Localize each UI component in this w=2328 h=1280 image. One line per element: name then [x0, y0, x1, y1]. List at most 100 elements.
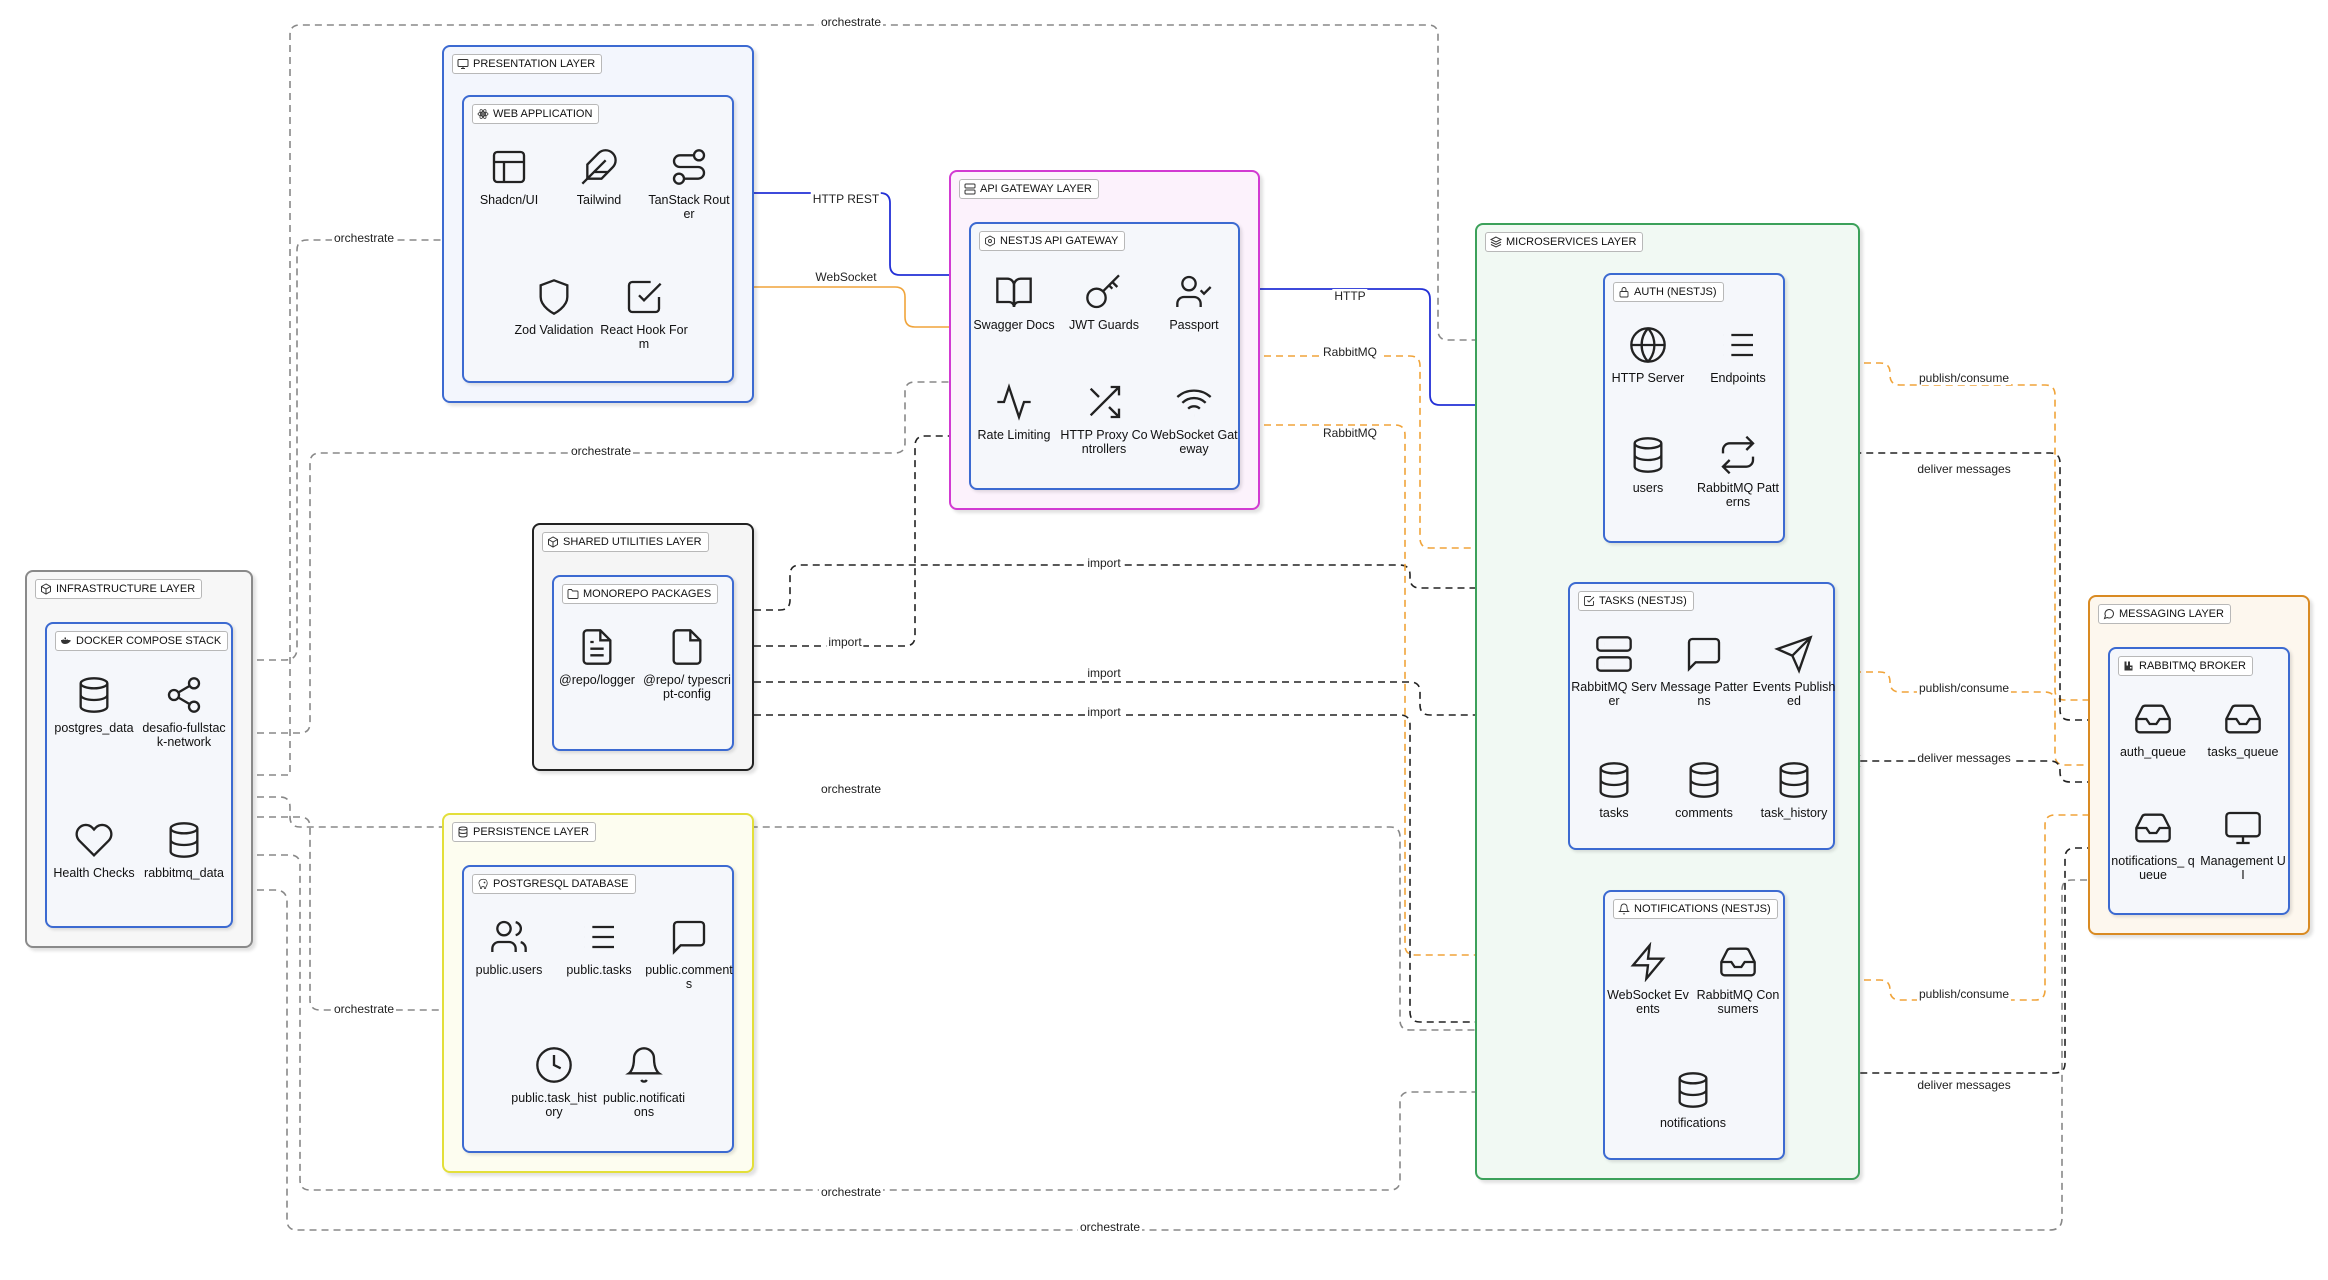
node-comments[interactable]: comments — [1660, 760, 1748, 820]
node-jwt-guards[interactable]: JWT Guards — [1060, 272, 1148, 332]
notifications-service: NOTIFICATIONS (NESTJS) — [1603, 890, 1785, 1160]
edge-http-rest — [742, 192, 969, 275]
shuffle-icon — [1089, 385, 1121, 419]
edge-rabbitmq-notifications — [1240, 424, 1598, 955]
database-icon — [458, 826, 468, 838]
node-react-hook-form[interactable]: React Hook Form — [600, 277, 688, 351]
edge-label-orchestrate: orchestrate — [331, 231, 397, 245]
node-swagger[interactable]: Swagger Docs — [970, 272, 1058, 332]
wifi-icon — [1176, 389, 1212, 417]
node-message-patterns[interactable]: Message Patterns — [1660, 634, 1748, 708]
subgroup-title: NESTJS API GATEWAY — [1000, 235, 1119, 247]
edge-label-orchestrate: orchestrate — [331, 1002, 397, 1016]
database-icon — [1689, 762, 1719, 798]
send-icon — [1774, 635, 1813, 674]
edge-orchestrate-persistence — [233, 816, 462, 1010]
node-tasks[interactable]: tasks — [1570, 760, 1658, 820]
node-http-proxy[interactable]: HTTP Proxy Controllers — [1060, 382, 1148, 456]
node-rabbitmq-server[interactable]: RabbitMQ Server — [1570, 634, 1658, 708]
node-rabbitmq-patterns[interactable]: RabbitMQ Patterns — [1694, 435, 1782, 509]
node-passport[interactable]: Passport — [1150, 272, 1238, 332]
node-label: task_history — [1760, 806, 1828, 820]
auth-service: AUTH (NESTJS) — [1603, 273, 1785, 543]
node-public-comments[interactable]: public.comments — [645, 917, 733, 991]
node-notifications-queue[interactable]: notifications_ queue — [2109, 808, 2197, 882]
server-icon — [964, 183, 976, 195]
node-tasks-queue[interactable]: tasks_queue — [2199, 699, 2287, 759]
node-notifications[interactable]: notifications — [1649, 1070, 1737, 1130]
node-tanstack[interactable]: TanStack Router — [645, 147, 733, 221]
group-tag: MICROSERVICES LAYER — [1485, 232, 1644, 252]
edge-label-orchestrate: orchestrate — [818, 1185, 884, 1199]
message-square-icon — [672, 920, 706, 955]
node-websocket-events[interactable]: WebSocket Events — [1604, 942, 1692, 1016]
node-rabbitmq-data[interactable]: rabbitmq_data — [140, 820, 228, 880]
database-icon — [1599, 762, 1629, 798]
node-label: HTTP Proxy Controllers — [1060, 428, 1148, 456]
node-repo-typescript-config[interactable]: @repo/ typescript-config — [643, 627, 731, 701]
inbox-icon — [2225, 704, 2261, 734]
monitor-icon — [457, 59, 469, 69]
node-label: notifications — [1659, 1116, 1726, 1130]
node-label: RabbitMQ Server — [1571, 680, 1657, 708]
node-public-notifications[interactable]: public.notifications — [600, 1045, 688, 1119]
node-label: Zod Validation — [514, 323, 594, 337]
docker-compose-stack: DOCKER COMPOSE STACK — [45, 622, 233, 928]
edge-rabbitmq-tasks — [1240, 355, 1563, 650]
user-check-icon — [1176, 275, 1212, 307]
node-http-server[interactable]: HTTP Server — [1604, 325, 1692, 385]
edge-label-rabbitmq: RabbitMQ — [1320, 426, 1380, 440]
subgroup-tag: AUTH (NESTJS) — [1613, 282, 1724, 302]
node-rate-limiting[interactable]: Rate Limiting — [970, 382, 1058, 442]
node-label: @repo/logger — [559, 673, 635, 687]
node-label: RabbitMQ Consumers — [1696, 988, 1780, 1016]
node-shadcn[interactable]: Shadcn/UI — [465, 147, 553, 207]
shield-icon — [539, 279, 569, 315]
edge-label-http: HTTP — [1332, 289, 1368, 303]
node-rabbitmq-consumers[interactable]: RabbitMQ Consumers — [1694, 942, 1782, 1016]
node-label: Management UI — [2200, 854, 2286, 882]
edge-label-orchestrate: orchestrate — [818, 782, 884, 796]
inbox-icon — [1720, 947, 1756, 977]
edge-import-gateway — [742, 436, 969, 647]
node-public-users[interactable]: public.users — [465, 917, 553, 977]
node-zod[interactable]: Zod Validation — [510, 277, 598, 337]
users-icon — [491, 920, 527, 952]
edge-label-orchestrate: orchestrate — [1077, 1220, 1143, 1234]
lock-icon — [1619, 287, 1629, 298]
node-postgres-data[interactable]: postgres_data — [50, 675, 138, 735]
node-events-published[interactable]: Events Published — [1750, 634, 1838, 708]
message-circle-icon — [2103, 609, 2115, 620]
activity-icon — [997, 383, 1031, 421]
edge-deliver-tasks — [1847, 761, 2118, 783]
edge-label-rabbitmq: RabbitMQ — [1320, 345, 1380, 359]
node-auth-queue[interactable]: auth_queue — [2109, 699, 2197, 759]
node-label: public.comments — [645, 963, 733, 991]
node-management-ui[interactable]: Management UI — [2199, 808, 2287, 882]
node-users[interactable]: users — [1604, 435, 1692, 495]
node-task-history[interactable]: task_history — [1750, 760, 1838, 820]
node-network[interactable]: desafio-fullstack-network — [140, 675, 228, 749]
edge-orchestrate-web — [233, 240, 462, 661]
subgroup-tag: WEB APPLICATION — [472, 104, 600, 124]
node-health-checks[interactable]: Health Checks — [50, 820, 138, 880]
layers-icon — [1490, 236, 1502, 248]
file-icon — [672, 629, 702, 665]
node-label: Rate Limiting — [977, 428, 1051, 442]
check-square-icon — [1584, 596, 1595, 606]
node-endpoints[interactable]: Endpoints — [1694, 325, 1782, 385]
node-public-tasks[interactable]: public.tasks — [555, 917, 643, 977]
node-label: Swagger Docs — [973, 318, 1055, 332]
subgroup-title: POSTGRESQL DATABASE — [493, 878, 629, 890]
node-websocket-gateway[interactable]: WebSocket Gateway — [1150, 382, 1238, 456]
node-repo-logger[interactable]: @repo/logger — [553, 627, 641, 687]
edge-label-http-rest: HTTP REST — [810, 192, 882, 206]
node-tailwind[interactable]: Tailwind — [555, 147, 643, 207]
node-public-task-history[interactable]: public.task_history — [510, 1045, 598, 1119]
file-text-icon — [582, 629, 612, 665]
server-icon — [1596, 636, 1632, 672]
node-label: rabbitmq_data — [144, 866, 224, 880]
node-label: notifications_ queue — [2111, 854, 2195, 882]
edge-label-import: import — [1085, 556, 1123, 570]
docker-icon — [61, 637, 71, 644]
